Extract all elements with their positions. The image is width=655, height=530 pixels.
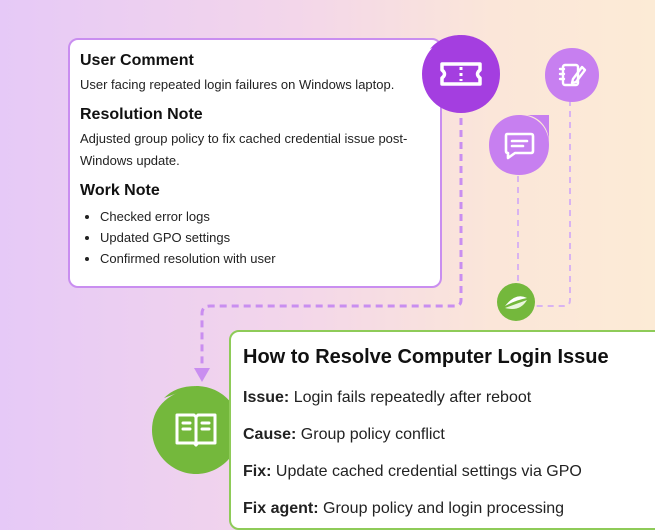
arrowhead [194,368,210,382]
cause-label: Cause: [243,426,297,443]
kb-article-card: How to Resolve Computer Login Issue Issu… [229,330,655,530]
notes-edit-icon [543,46,601,104]
connector-ticket-to-book [200,106,463,372]
resolution-note-title: Resolution Note [80,106,203,123]
kb-article-title: How to Resolve Computer Login Issue [243,346,609,368]
resolution-note-text: Adjusted group policy to fix cached cred… [80,131,408,168]
fix-text: Update cached credential settings via GP… [271,463,582,480]
issue-row: Issue: Login fails repeatedly after rebo… [243,379,655,416]
chat-icon [487,113,551,177]
knowledge-book-icon [150,384,242,476]
fix-agent-text: Group policy and login processing [318,500,565,517]
cause-text: Group policy conflict [296,426,445,443]
cause-row: Cause: Group policy conflict [243,416,655,453]
user-comment-title: User Comment [80,52,194,69]
fix-label: Fix: [243,463,272,480]
fix-agent-label: Fix agent: [243,500,319,517]
work-note-item: Updated GPO settings [100,227,430,248]
connector-notes-to-merge [535,100,571,307]
notes-card: User Comment User facing repeated login … [68,38,442,288]
ticket-icon [420,33,502,115]
work-note-list: Checked error logs Updated GPO settings … [80,206,430,269]
issue-label: Issue: [243,389,290,406]
fix-agent-row: Fix agent: Group policy and login proces… [243,490,655,527]
work-note-item: Checked error logs [100,206,430,227]
merge-leaf-icon [496,282,536,322]
fix-row: Fix: Update cached credential settings v… [243,453,655,490]
work-note-title: Work Note [80,182,160,199]
user-comment-text: User facing repeated login failures on W… [80,77,395,92]
work-note-item: Confirmed resolution with user [100,248,430,269]
issue-text: Login fails repeatedly after reboot [289,389,532,406]
